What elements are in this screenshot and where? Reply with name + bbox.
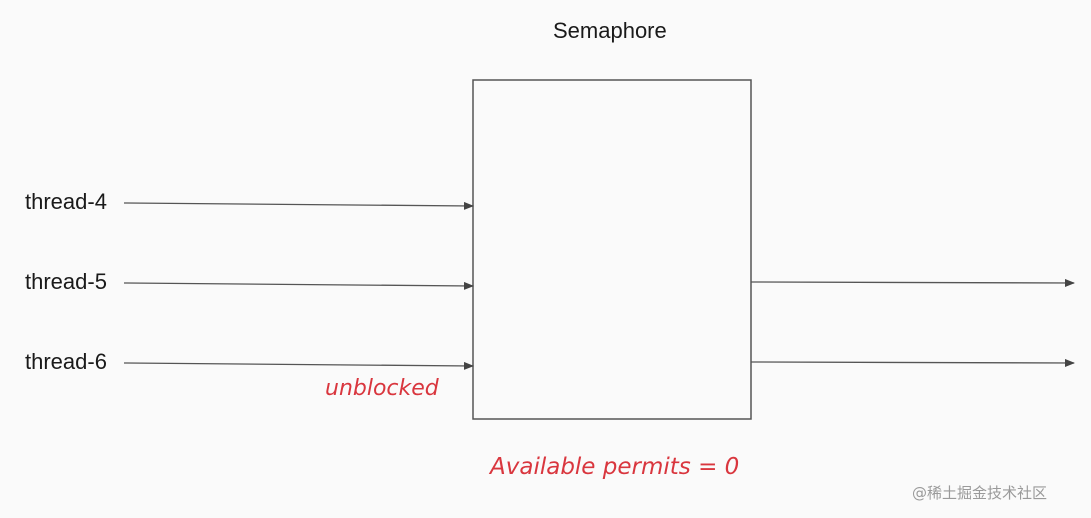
thread-6-arrow	[123, 361, 474, 370]
unblocked-annotation: unblocked	[325, 376, 439, 401]
thread-5-arrow	[123, 281, 474, 290]
semaphore-title: Semaphore	[553, 18, 667, 43]
output-arrow-1	[750, 278, 1075, 287]
thread-4-arrow	[123, 201, 474, 210]
thread-4-label: thread-4	[25, 189, 107, 214]
semaphore-box	[472, 79, 752, 420]
thread-6-label: thread-6	[25, 349, 107, 374]
thread-5-label: thread-5	[25, 269, 107, 294]
available-permits-text: Available permits = 0	[490, 454, 740, 480]
watermark: @稀土掘金技术社区	[912, 484, 1048, 502]
output-arrow-2	[750, 358, 1075, 367]
